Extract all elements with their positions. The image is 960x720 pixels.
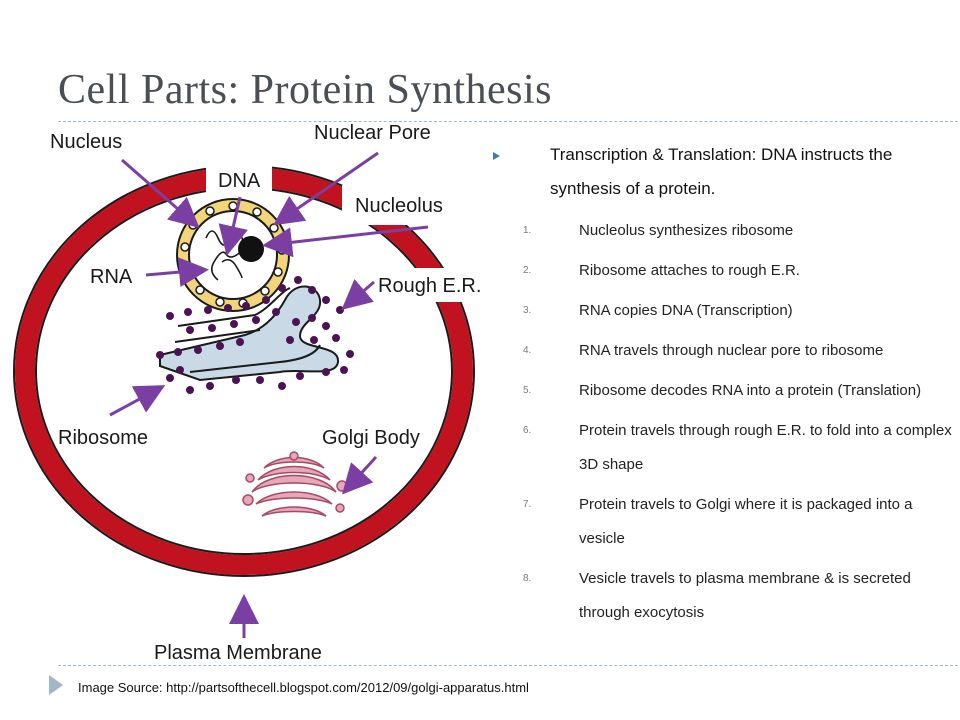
nucleolus-dot [238, 236, 264, 262]
nucleus-label: Nucleus [50, 131, 122, 153]
rough-er-shape [156, 276, 354, 394]
plasma-membrane-label: Plasma Membrane [154, 642, 322, 664]
dna-arrow [218, 196, 248, 256]
step-text: Ribosome attaches to rough E.R. [579, 262, 800, 279]
intro-bullet: Transcription & Translation: DNA instruc… [490, 138, 955, 206]
step-text: RNA copies DNA (Transcription) [579, 302, 793, 319]
list-item: 7. Protein travels to Golgi where it is p… [490, 488, 955, 556]
rough-er-arrow [341, 278, 375, 310]
bullet-triangle-icon [493, 152, 500, 160]
golgi-body-shape [242, 451, 348, 517]
golgi-body-arrow [341, 455, 378, 495]
nucleus-arrow [121, 158, 200, 228]
step-text: Protein travels through rough E.R. to fo… [579, 422, 952, 473]
image-source-note: Image Source: http://partsofthecell.blog… [78, 680, 529, 695]
nuclear-pore-label: Nuclear Pore [314, 122, 431, 144]
nuclear-pore-arrow [273, 151, 379, 226]
step-text: Nucleolus synthesizes ribosome [579, 222, 794, 239]
step-text: Ribosome decodes RNA into a protein (Tra… [579, 382, 922, 399]
step-number: 1. [523, 225, 532, 236]
footer-divider [58, 665, 960, 666]
step-number: 4. [523, 345, 532, 356]
step-number: 3. [523, 305, 532, 316]
title-divider [58, 121, 960, 122]
nucleolus-label: Nucleolus [355, 195, 443, 217]
step-text: RNA travels through nuclear pore to ribo… [579, 342, 884, 359]
rough-er-label: Rough E.R. [378, 275, 481, 297]
list-item: 6. Protein travels through rough E.R. to … [490, 414, 955, 482]
intro-text: Transcription & Translation: DNA instruc… [550, 145, 893, 198]
dna-label-bg [206, 160, 272, 200]
rough-er-label-bg [372, 268, 488, 302]
list-item: 5. Ribosome decodes RNA into a protein (T… [490, 374, 955, 408]
nucleolus-label-bg [342, 185, 454, 225]
nucleus-shape [176, 198, 290, 312]
ribosome-label: Ribosome [58, 427, 148, 449]
list-item: 3. RNA copies DNA (Transcription) [490, 294, 955, 328]
step-number: 6. [523, 425, 532, 436]
dna-label: DNA [218, 170, 261, 192]
step-number: 7. [523, 499, 532, 510]
ribosome-dots [156, 276, 354, 394]
steps-list: 1. Nucleolus synthesizes ribosome 2. Ribos… [490, 214, 955, 630]
ribosome-arrow [109, 385, 166, 417]
pointer-arrows [109, 151, 429, 638]
list-item: 8. Vesicle travels to plasma membrane & i… [490, 562, 955, 630]
step-number: 2. [523, 265, 532, 276]
rna-label: RNA [90, 266, 133, 288]
step-text: Vesicle travels to plasma membrane & is … [579, 570, 911, 621]
step-number: 8. [523, 573, 532, 584]
step-text: Protein travels to Golgi where it is pac… [579, 496, 913, 547]
content-panel: Transcription & Translation: DNA instruc… [490, 138, 955, 636]
golgi-body-label: Golgi Body [322, 427, 420, 449]
step-number: 5. [523, 385, 532, 396]
list-item: 2. Ribosome attaches to rough E.R. [490, 254, 955, 288]
slide-title: Cell Parts: Protein Synthesis [58, 67, 553, 113]
footer-triangle-icon [49, 675, 63, 695]
rna-arrow [145, 257, 209, 288]
list-item: 4. RNA travels through nuclear pore to ri… [490, 334, 955, 368]
nucleolus-arrow [262, 225, 429, 258]
list-item: 1. Nucleolus synthesizes ribosome [490, 214, 955, 248]
